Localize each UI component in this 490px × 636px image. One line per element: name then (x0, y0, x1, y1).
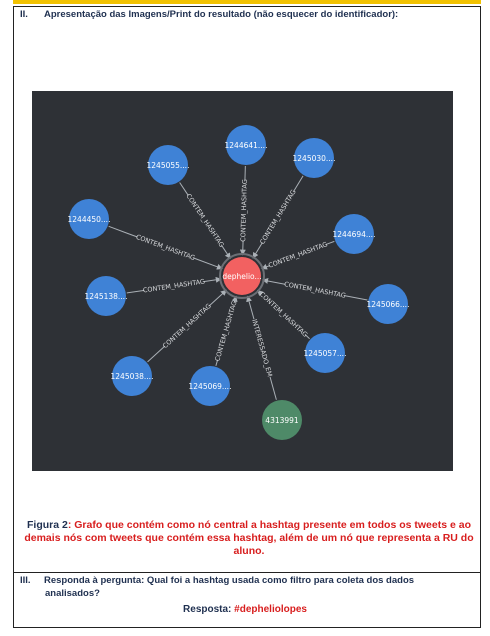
edge-label: CONTEM_HASHTAG (258, 188, 297, 246)
graph-edge (179, 182, 189, 196)
graph-edge (305, 334, 310, 340)
graph-edge (344, 295, 368, 301)
graph-edge (262, 278, 286, 285)
tweet-node (368, 284, 408, 324)
node-label: 1245055.... (147, 161, 190, 170)
graph-edge (147, 345, 166, 363)
node-label: 1245069.... (189, 382, 232, 391)
graph-edge (293, 175, 304, 192)
section-3-heading: III. Responda à pergunta: Qual foi a hash… (20, 575, 470, 587)
graph-nodes: 1245055.... 1244641.... 1245030.... 1244450… (68, 125, 410, 440)
tweet-node (148, 145, 188, 185)
tweet-node (334, 214, 374, 254)
graph-edge (193, 257, 223, 270)
figure-caption: Figura 2: Grafo que contém como nó centr… (24, 519, 474, 558)
graph-edge (208, 289, 227, 307)
figure-caption-text: : Grafo que contém como nó central a has… (24, 519, 474, 557)
edge-label: CONTEM_HASHTAG (142, 277, 205, 294)
node-label: 1244694.... (333, 230, 376, 239)
node-label: 1244450.... (68, 215, 111, 224)
graph-edge (325, 240, 335, 245)
tweet-node (190, 366, 230, 406)
section-3-number: III. (20, 575, 31, 586)
section-2-heading: II. Apresentação das Imagens/Print do res… (20, 9, 398, 20)
graph-edge (246, 295, 255, 320)
graph-edge (215, 359, 219, 366)
node-label: 1245057.... (304, 349, 347, 358)
center-node-ring (219, 253, 265, 299)
answer-label: Resposta: (183, 604, 235, 615)
node-label: 1244641.... (225, 141, 268, 150)
tweet-node (69, 199, 109, 239)
section-2-title: Apresentação das Imagens/Print do result… (44, 9, 399, 20)
node-label: 1245138.... (85, 292, 128, 301)
edge-label: INTERESSADO_EM (250, 318, 274, 377)
tweet-node (86, 276, 126, 316)
edge-label: CONTEM_HASHTAG (258, 290, 309, 339)
graph-edge (108, 225, 138, 238)
answer-line: Resposta: #depheliolopes (0, 604, 490, 615)
edge-label: CONTEM_HASHTAG (239, 179, 249, 242)
center-node-label: dephelio... (222, 272, 261, 281)
top-accent-bar (13, 0, 481, 4)
graph-edge (126, 289, 145, 294)
section-2-number: II. (20, 9, 28, 20)
document-frame (13, 6, 481, 628)
node-label: 1245066.... (367, 300, 410, 309)
edge-label: CONTEM_HASHTAG (135, 233, 197, 262)
edge-label: CONTEM_HASHTAG (161, 302, 213, 350)
answer-value: #depheliolopes (234, 604, 307, 615)
section-3-question-line1: Responda à pergunta: Qual foi a hashtag … (44, 575, 415, 586)
graph-edge (203, 276, 222, 283)
graph-edge (221, 245, 231, 260)
tweet-node (305, 333, 345, 373)
node-label: 1245030.... (293, 154, 336, 163)
figure-caption-label: Figura 2 (26, 519, 68, 531)
section-3-question-line2: analisados? (45, 588, 100, 599)
center-hashtag-node (223, 257, 261, 295)
node-label: 4313991 (265, 416, 299, 425)
tweet-node (112, 356, 152, 396)
edge-label: CONTEM_HASHTAG (283, 280, 346, 300)
graph-edge (252, 242, 263, 259)
edge-label: CONTEM_HASHTAG (184, 192, 225, 249)
tweet-node (294, 138, 334, 178)
graph-edge (269, 376, 277, 400)
edge-label: CONTEM_HASHTAG (267, 240, 328, 270)
edge-label: CONTEM_HASHTAG (213, 300, 238, 362)
user-node (262, 400, 302, 440)
section-divider (13, 572, 481, 573)
node-label: 1245038.... (111, 372, 154, 381)
tweet-node (226, 125, 266, 165)
